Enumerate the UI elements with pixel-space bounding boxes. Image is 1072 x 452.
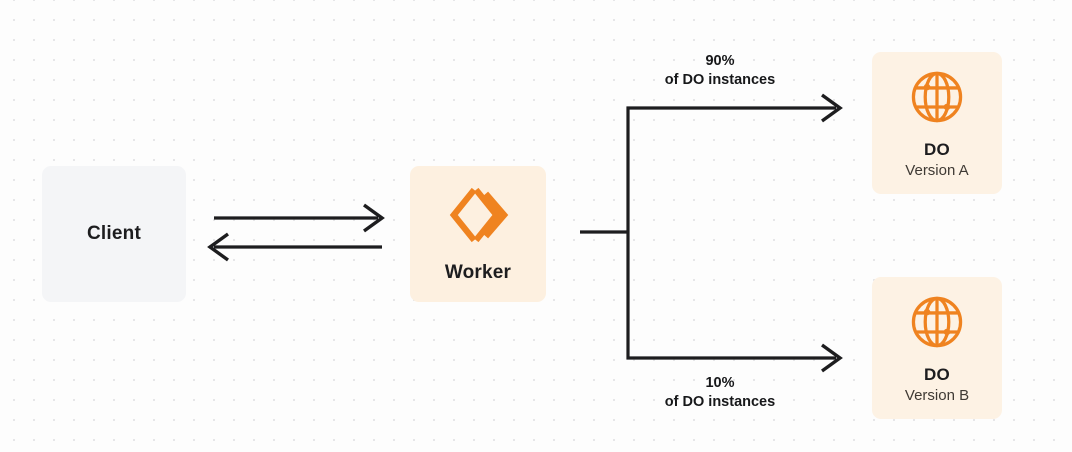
edge-label-percent: 10% — [705, 375, 735, 391]
arrow-worker-to-client — [207, 232, 382, 262]
workers-logo-icon — [447, 184, 509, 246]
node-worker[interactable]: Worker — [410, 166, 546, 302]
node-client[interactable]: Client — [42, 166, 186, 302]
edge-label-worker-to-do-b: 10% of DO instances — [598, 374, 842, 412]
edge-label-worker-to-do-a: 90% of DO instances — [598, 52, 842, 90]
node-do-version-a[interactable]: DO Version A — [872, 52, 1002, 194]
node-worker-label: Worker — [444, 262, 512, 283]
node-do-subtitle: Version A — [905, 161, 969, 179]
node-do-title: DO — [923, 139, 951, 159]
node-do-title: DO — [923, 364, 951, 384]
branch-connector-worker-to-dos — [580, 93, 843, 373]
node-do-version-b[interactable]: DO Version B — [872, 277, 1002, 419]
durable-object-globe-icon — [908, 293, 966, 351]
edge-label-percent: 90% — [705, 53, 735, 69]
arrow-client-to-worker — [214, 203, 385, 233]
edge-label-description: of DO instances — [664, 394, 776, 410]
edge-label-description: of DO instances — [664, 72, 776, 88]
durable-object-globe-icon — [908, 68, 966, 126]
node-do-subtitle: Version B — [904, 386, 970, 404]
node-client-label: Client — [87, 223, 141, 244]
